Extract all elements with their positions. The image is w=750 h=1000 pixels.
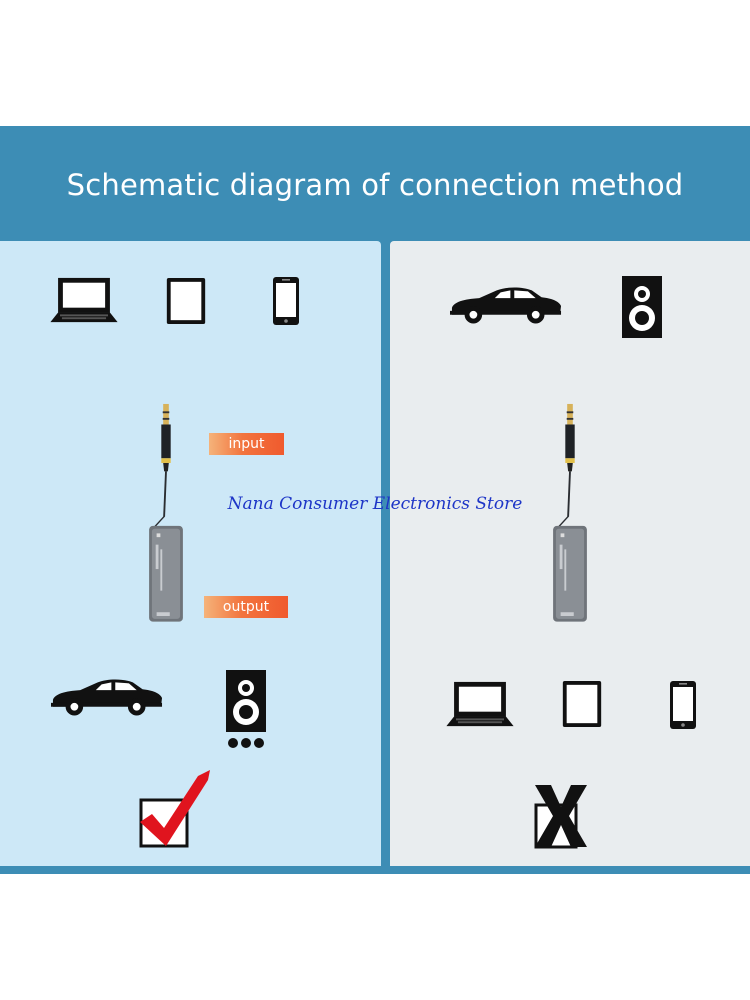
car-icon [450, 284, 562, 326]
output-label: output [204, 596, 288, 618]
car-icon [51, 676, 163, 718]
input-label: input [209, 433, 284, 455]
tablet-icon [562, 681, 602, 727]
audio-adapter-icon [550, 400, 590, 630]
store-watermark: Nana Consumer Electronics Store [227, 494, 523, 514]
speaker-icon [622, 276, 662, 338]
phone-icon [670, 681, 696, 729]
laptop-icon [50, 276, 118, 324]
x-icon [534, 785, 587, 849]
diagram-title: Schematic diagram of connection method [66, 168, 684, 202]
laptop-icon [446, 680, 514, 728]
audio-adapter-icon [146, 400, 186, 630]
speaker-icon [226, 670, 266, 748]
phone-icon [273, 277, 299, 325]
tablet-icon [166, 278, 206, 324]
left-panel [0, 241, 381, 866]
check-icon [139, 770, 210, 848]
